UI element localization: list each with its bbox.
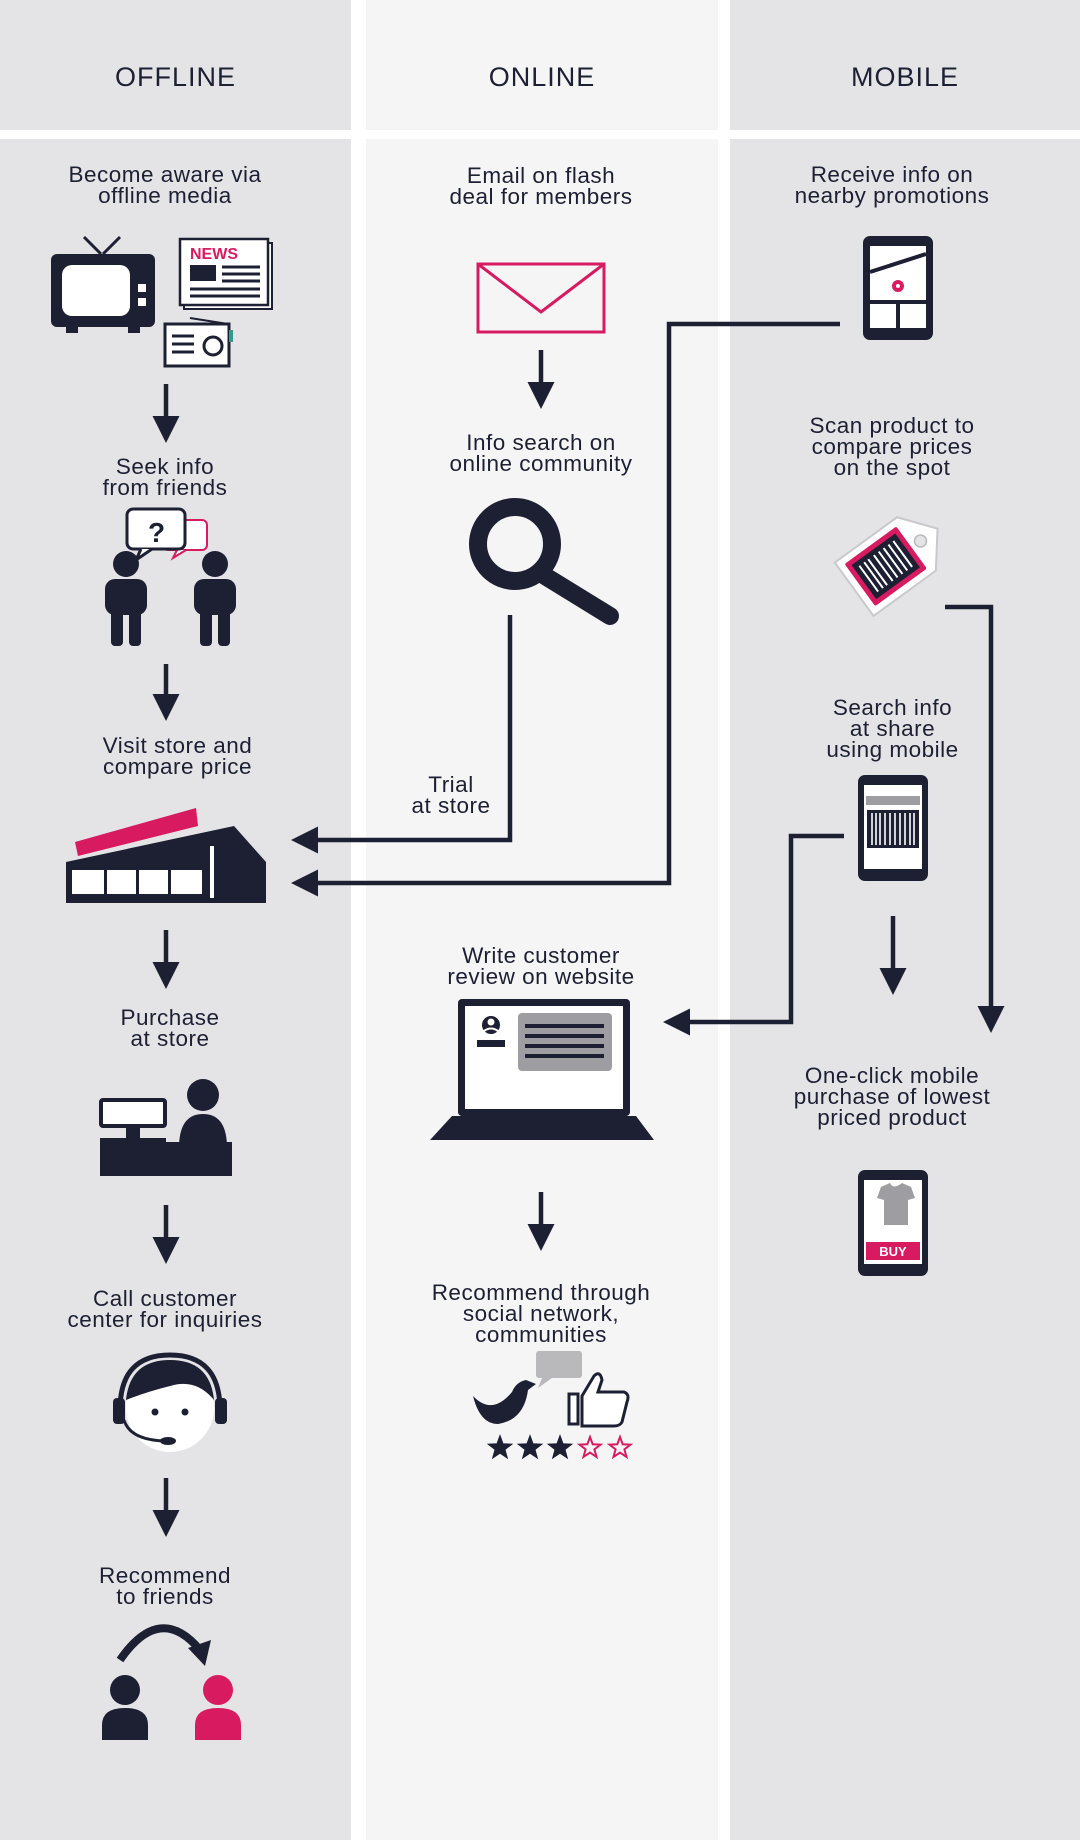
cashier-icon xyxy=(99,1079,232,1176)
svg-text:NEWS: NEWS xyxy=(190,246,238,263)
thumbs-up-icon xyxy=(567,1372,630,1428)
header-divider xyxy=(0,130,1080,139)
laptop-review-icon xyxy=(430,999,654,1140)
arrow-mobile-to-review xyxy=(663,833,844,1036)
phone-buy-icon: BUY xyxy=(858,1170,928,1276)
star-filled-icon xyxy=(516,1434,544,1460)
store-icon xyxy=(66,808,266,903)
price-tag-scan-icon xyxy=(833,516,939,618)
star-empty-icon xyxy=(606,1434,634,1460)
tv-news-radio-icon: NEWS xyxy=(51,235,273,368)
column-header-mobile: MOBILE xyxy=(850,62,960,92)
svg-text:?: ? xyxy=(148,517,165,548)
star-filled-icon xyxy=(486,1434,514,1460)
star-empty-icon xyxy=(576,1434,604,1460)
arrow-search-to-store xyxy=(291,615,513,854)
headset-agent-icon xyxy=(113,1352,227,1452)
magnifier-icon xyxy=(469,498,619,625)
svg-text:BUY: BUY xyxy=(879,1244,907,1259)
bird-icon xyxy=(473,1380,536,1424)
phone-barcode-icon xyxy=(858,775,928,881)
column-header-offline: OFFLINE xyxy=(114,62,236,92)
column-header-online: ONLINE xyxy=(488,62,596,92)
online-column xyxy=(366,0,718,1840)
recommend-friend-icon xyxy=(102,1624,241,1740)
phone-map-icon xyxy=(863,236,933,340)
rating-stars xyxy=(486,1434,634,1460)
friends-chat-icon: ? xyxy=(105,507,236,646)
social-icons xyxy=(473,1351,630,1428)
arrow-scan-to-purchase xyxy=(945,604,1005,1033)
arrow-promo-to-store xyxy=(291,321,840,897)
star-filled-icon xyxy=(546,1434,574,1460)
envelope-icon xyxy=(476,262,606,334)
